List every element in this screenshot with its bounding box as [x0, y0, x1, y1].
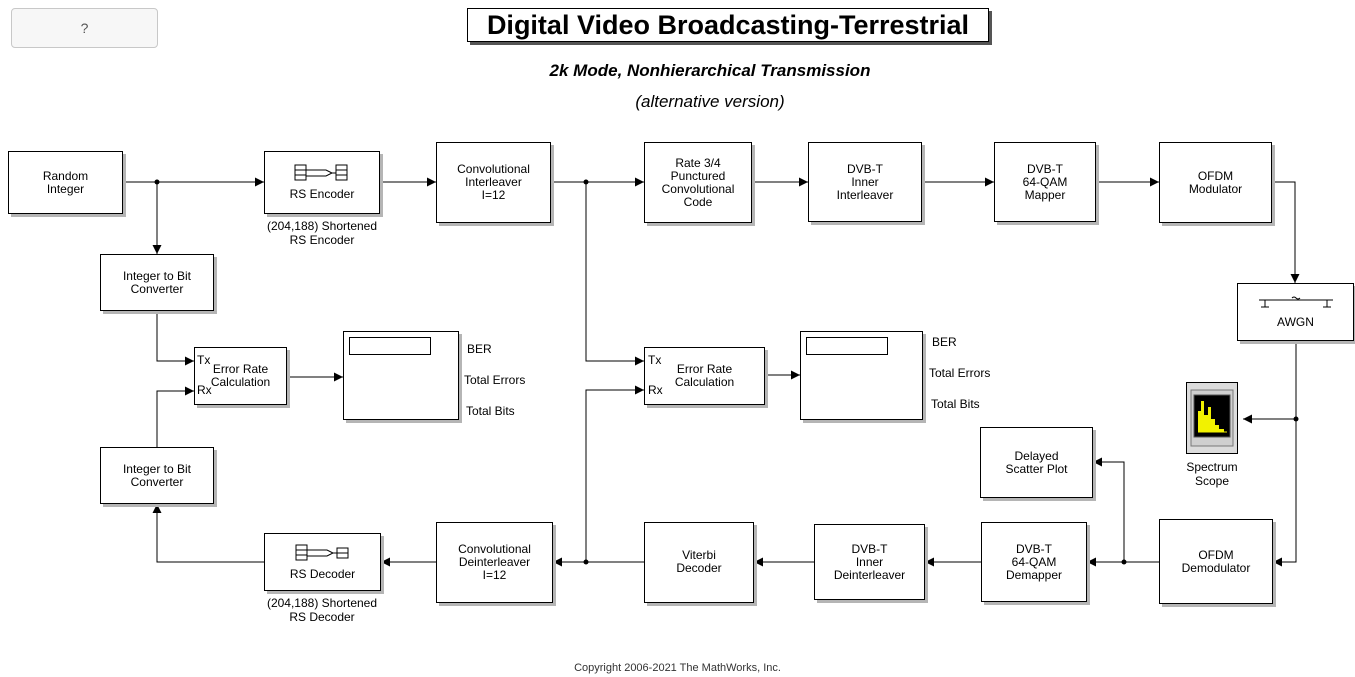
total-errors-right-label: Total Errors: [929, 366, 991, 380]
delayed-scatter-plot-block[interactable]: Delayed Scatter Plot: [980, 427, 1093, 498]
error-rate-right-block[interactable]: Error Rate Calculation: [644, 347, 765, 405]
total-bits-left-label: Total Bits: [466, 404, 515, 418]
error-rate-left-block[interactable]: Error Rate Calculation: [194, 347, 287, 405]
error-rate-right-rx-port: Rx: [648, 383, 663, 397]
error-rate-left-rx-port: Rx: [197, 383, 212, 397]
integer-to-bit-converter-top-block[interactable]: Integer to Bit Converter: [100, 254, 214, 311]
total-bits-right-label: Total Bits: [931, 397, 980, 411]
awgn-channel-icon: [1258, 296, 1333, 307]
rs-encoder-label: RS Encoder: [289, 187, 355, 201]
qam-demapper-block[interactable]: DVB-T 64-QAM Demapper: [981, 522, 1087, 602]
help-button[interactable]: ?: [11, 8, 158, 48]
punctured-code-block[interactable]: Rate 3/4 Punctured Convolutional Code: [644, 142, 752, 223]
error-rate-left-label: Error Rate Calculation: [210, 362, 271, 389]
random-integer-block[interactable]: Random Integer: [8, 151, 123, 214]
integer-to-bit-converter-bottom-label: Integer to Bit Converter: [122, 461, 192, 489]
ber-right-label: BER: [932, 335, 957, 349]
alternative-version-note: (alternative version): [635, 92, 785, 111]
ofdm-modulator-label: OFDM Modulator: [1188, 168, 1243, 196]
error-rate-left-tx-port: Tx: [197, 353, 211, 367]
integer-to-bit-converter-top-label: Integer to Bit Converter: [122, 268, 192, 296]
rs-encoder-caption: (204,188) Shortened RS Encoder: [266, 219, 378, 247]
ber-display-right-block[interactable]: [800, 331, 923, 420]
convolutional-deinterleaver-block[interactable]: Convolutional Deinterleaver I=12: [436, 522, 553, 603]
spectrum-scope-icon: [1190, 389, 1234, 447]
ber-display-right-field: [806, 337, 888, 355]
ofdm-demodulator-block[interactable]: OFDM Demodulator: [1159, 519, 1273, 604]
error-rate-right-label: Error Rate Calculation: [674, 362, 735, 389]
random-integer-label: Random Integer: [42, 168, 89, 196]
inner-interleaver-block[interactable]: DVB-T Inner Interleaver: [808, 142, 922, 222]
rs-encoder-block[interactable]: RS Encoder: [264, 151, 380, 214]
convolutional-interleaver-label: Convolutional Interleaver I=12: [457, 162, 530, 202]
spectrum-scope-label: Spectrum Scope: [1186, 460, 1238, 488]
decoder-icon: [295, 544, 348, 560]
rs-decoder-block[interactable]: RS Decoder: [264, 533, 381, 591]
error-rate-right-tx-port: Tx: [648, 353, 662, 367]
awgn-label: AWGN: [1277, 314, 1314, 329]
ber-display-left-block[interactable]: [343, 331, 459, 420]
awgn-block[interactable]: AWGN: [1237, 283, 1354, 341]
viterbi-decoder-label: Viterbi Decoder: [676, 548, 722, 575]
punctured-code-label: Rate 3/4 Punctured Convolutional Code: [661, 155, 735, 209]
inner-deinterleaver-label: DVB-T Inner Deinterleaver: [833, 541, 906, 582]
total-errors-left-label: Total Errors: [464, 373, 526, 387]
page-title: Digital Video Broadcasting-Terrestrial: [467, 8, 989, 42]
rs-decoder-caption: (204,188) Shortened RS Decoder: [266, 596, 378, 624]
ber-display-left-field: [349, 337, 431, 355]
ofdm-demodulator-label: OFDM Demodulator: [1181, 547, 1251, 575]
ber-left-label: BER: [467, 342, 492, 356]
ofdm-modulator-block[interactable]: OFDM Modulator: [1159, 142, 1272, 223]
encoder-icon: [294, 164, 348, 181]
copyright-notice: Copyright 2006-2021 The MathWorks, Inc.: [574, 662, 781, 674]
qam-mapper-label: DVB-T 64-QAM Mapper: [1022, 161, 1068, 202]
integer-to-bit-converter-bottom-block[interactable]: Integer to Bit Converter: [100, 447, 214, 504]
viterbi-decoder-block[interactable]: Viterbi Decoder: [644, 522, 754, 603]
inner-deinterleaver-block[interactable]: DVB-T Inner Deinterleaver: [814, 524, 925, 600]
qam-mapper-block[interactable]: DVB-T 64-QAM Mapper: [994, 142, 1096, 222]
convolutional-deinterleaver-label: Convolutional Deinterleaver I=12: [458, 542, 531, 582]
rs-decoder-label: RS Decoder: [289, 566, 356, 581]
subtitle: 2k Mode, Nonhierarchical Transmission: [549, 61, 871, 80]
inner-interleaver-label: DVB-T Inner Interleaver: [836, 161, 894, 202]
qam-demapper-label: DVB-T 64-QAM Demapper: [1005, 541, 1063, 582]
convolutional-interleaver-block[interactable]: Convolutional Interleaver I=12: [436, 142, 551, 223]
spectrum-scope-block[interactable]: [1186, 382, 1238, 454]
delayed-scatter-plot-label: Delayed Scatter Plot: [1005, 448, 1068, 476]
